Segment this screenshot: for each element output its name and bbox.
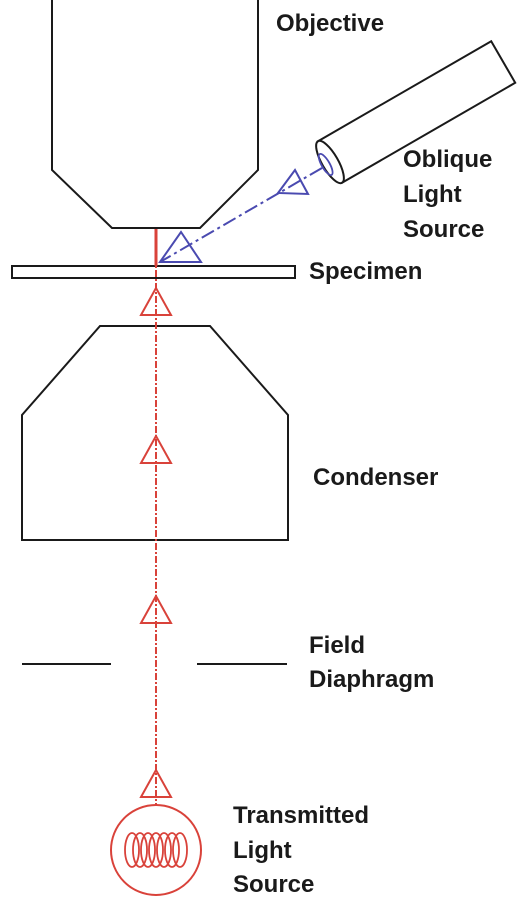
transmitted-beam-arrow-2	[139, 593, 173, 624]
oblique-light-source	[315, 39, 517, 185]
transmitted-beam-arrow-4	[139, 285, 173, 316]
transmitted-beam-arrow-3	[139, 433, 173, 464]
oblique-beam-arrow-2	[158, 230, 203, 263]
oblique-light-source-label-line-3: Source	[403, 216, 485, 243]
oblique-beam-arrow-1	[276, 168, 310, 196]
specimen-label: Specimen	[309, 258, 423, 285]
field-diaphragm-label-line-1: Field	[309, 632, 366, 659]
objective-label: Objective	[276, 10, 385, 37]
specimen-slide	[11, 265, 296, 279]
objective-body	[51, 0, 259, 229]
oblique-light-beam	[159, 167, 323, 263]
condenser-label: Condenser	[313, 464, 439, 491]
field-diaphragm-label-line-2: Diaphragm	[309, 666, 435, 693]
transmitted-light-source-label-line-1: Transmitted	[233, 802, 370, 829]
lamp-filament-coil	[124, 832, 188, 868]
transmitted-light-source-label-line-2: Light	[233, 837, 292, 864]
condenser-body	[21, 325, 289, 541]
oblique-light-source-label-line-1: Oblique	[403, 146, 493, 173]
oblique-light-source-label-line-2: Light	[403, 181, 462, 208]
transmitted-beam-arrow-1	[139, 767, 173, 798]
transmitted-light-source-label-line-3: Source	[233, 871, 315, 897]
transmitted-lamp-bulb	[110, 804, 202, 896]
